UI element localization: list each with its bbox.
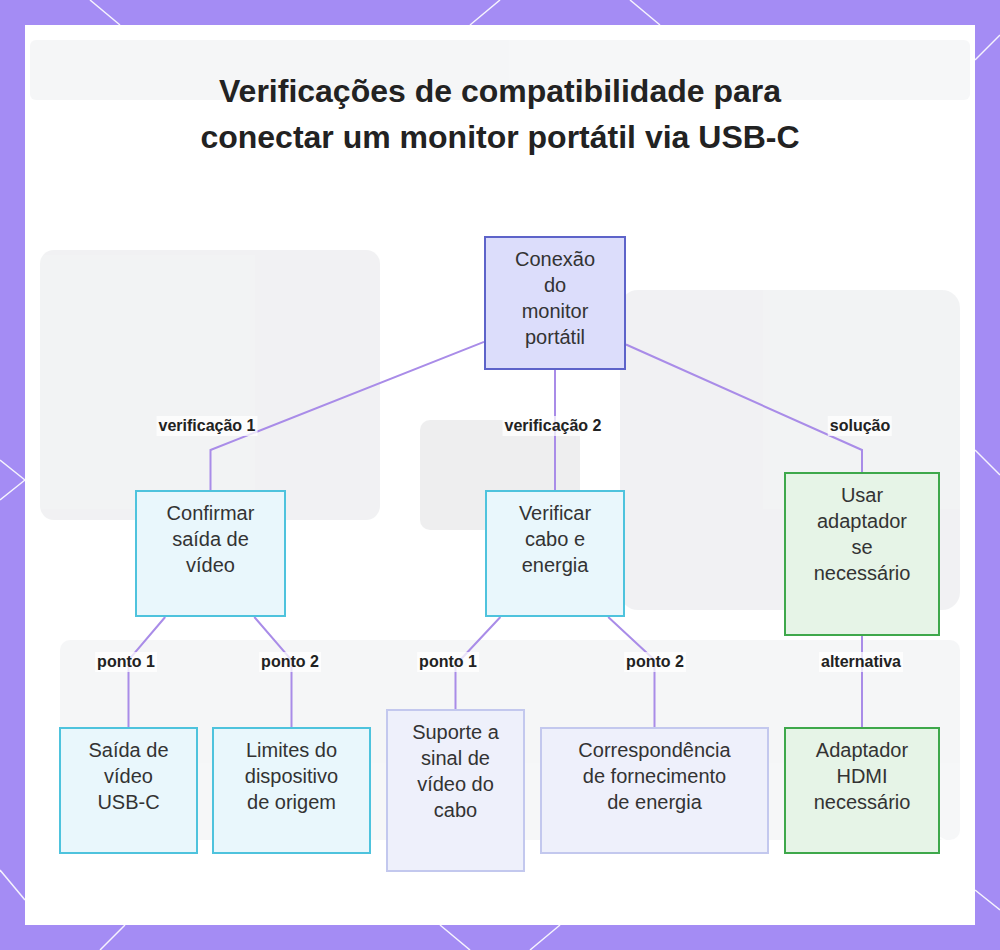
- process-box: Usar adaptador se necessário: [784, 472, 940, 636]
- process-box: Conexão do monitor portátil: [484, 236, 626, 370]
- box-text: Confirmar saída de vídeo: [162, 500, 259, 578]
- edge-label: ponto 1: [95, 652, 157, 672]
- connector-line: [254, 617, 291, 727]
- box-text: Verificar cabo e energia: [507, 500, 603, 578]
- box-text: Saída de vídeo USB-C: [83, 737, 174, 815]
- process-box: Confirmar saída de vídeo: [135, 490, 286, 617]
- edge-label: ponto 2: [624, 652, 686, 672]
- box-text: Correspondência de fornecimento de energ…: [574, 737, 735, 815]
- connector-line: [129, 617, 166, 727]
- process-box: Adaptador HDMI necessário: [784, 727, 940, 854]
- process-box: Correspondência de fornecimento de energ…: [540, 727, 769, 854]
- box-text: Suporte a sinal de vídeo do cabo: [407, 719, 504, 823]
- process-box: Verificar cabo e energia: [485, 490, 625, 617]
- process-box: Limites do dispositivo de origem: [212, 727, 371, 854]
- edge-label: alternativa: [819, 652, 903, 672]
- process-box: Saída de vídeo USB-C: [59, 727, 198, 854]
- box-text: Conexão do monitor portátil: [510, 246, 600, 350]
- edge-label: verificação 2: [503, 416, 604, 436]
- connector-line: [861, 636, 863, 727]
- box-text: Adaptador HDMI necessário: [808, 737, 916, 815]
- edge-label: solução: [828, 416, 892, 436]
- edge-label: ponto 2: [259, 652, 321, 672]
- connector-line: [608, 617, 654, 727]
- box-text: Limites do dispositivo de origem: [234, 737, 349, 815]
- canvas-background: [25, 25, 975, 925]
- connector-line: [626, 345, 862, 473]
- diagram-title: Verificações de compatibilidade para con…: [180, 68, 820, 160]
- box-text: Usar adaptador se necessário: [809, 482, 915, 586]
- process-box: Suporte a sinal de vídeo do cabo: [386, 709, 525, 872]
- edge-label: verificação 1: [157, 416, 258, 436]
- edge-label: ponto 1: [417, 652, 479, 672]
